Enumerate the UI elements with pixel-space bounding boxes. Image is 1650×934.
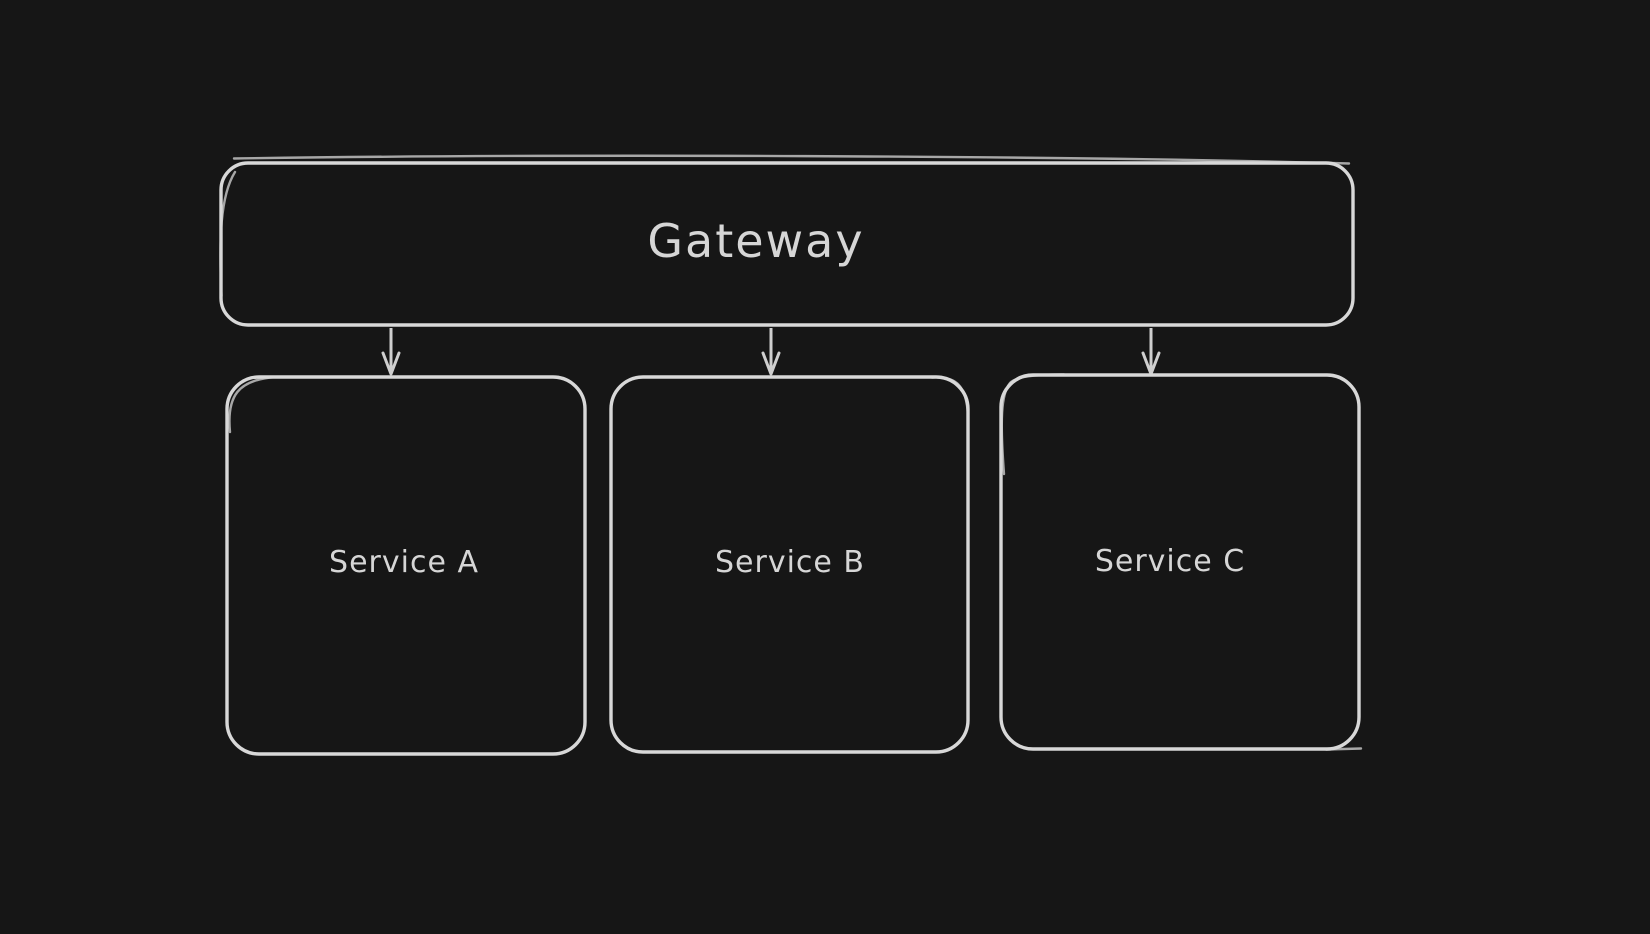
node-gateway-label: Gateway bbox=[647, 214, 864, 268]
service-b-box[interactable] bbox=[609, 375, 970, 754]
node-service-a-label: Service A bbox=[329, 545, 479, 580]
sketch-stroke bbox=[1324, 747, 1363, 751]
node-gateway[interactable]: Gateway bbox=[219, 154, 1355, 327]
node-service-c-label: Service C bbox=[1095, 544, 1245, 579]
sketch-stroke bbox=[232, 154, 1351, 165]
sketch-stroke bbox=[228, 375, 278, 434]
edge-gateway-service-b[interactable] bbox=[761, 328, 781, 376]
sketch-stroke bbox=[930, 376, 970, 418]
node-service-b[interactable]: Service B bbox=[609, 375, 970, 754]
edge-gateway-service-c[interactable] bbox=[1141, 328, 1161, 376]
arrowhead-icon bbox=[761, 351, 781, 376]
node-service-c[interactable]: Service C bbox=[999, 373, 1363, 751]
edge-gateway-service-a[interactable] bbox=[381, 328, 401, 376]
node-service-a[interactable]: Service A bbox=[225, 375, 587, 756]
arrowhead-icon bbox=[381, 351, 401, 376]
node-service-b-label: Service B bbox=[715, 545, 865, 580]
sketch-stroke bbox=[1000, 373, 1066, 476]
sketch-stroke bbox=[219, 170, 237, 298]
service-c-box[interactable] bbox=[999, 373, 1361, 751]
service-a-box[interactable] bbox=[225, 375, 587, 756]
